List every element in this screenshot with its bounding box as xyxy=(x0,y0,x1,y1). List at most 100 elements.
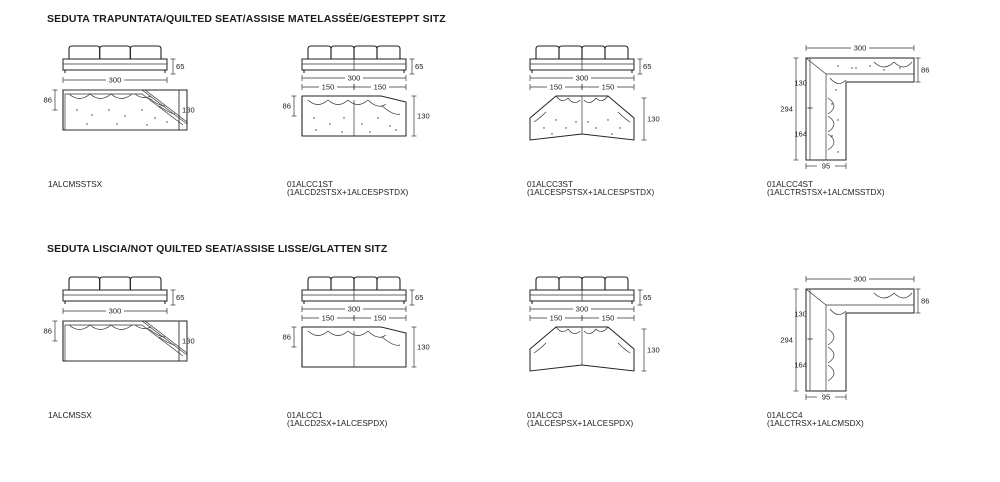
quilt-stitch xyxy=(831,103,833,105)
seat-cushion xyxy=(148,328,166,338)
seat-cushion xyxy=(89,93,112,99)
quilt-stitch xyxy=(543,127,545,129)
seat-cushion xyxy=(158,336,176,346)
quilt-stitch xyxy=(551,133,553,135)
dimension-label: 150 xyxy=(322,314,335,323)
dimension-label: 300 xyxy=(576,305,589,314)
quilt-stitch xyxy=(395,129,397,131)
dimension-label: 294 xyxy=(780,105,793,114)
back-cushion xyxy=(376,45,401,59)
seat-cushion xyxy=(307,330,329,336)
seat-cushion xyxy=(68,324,91,330)
back-cushion xyxy=(129,45,162,59)
item-code: 01ALCC1 xyxy=(287,411,323,420)
seat-cushion xyxy=(367,99,387,107)
dimension-label: 130 xyxy=(182,106,195,115)
seat-cushion xyxy=(381,336,401,346)
dimension-label: 130 xyxy=(417,112,430,121)
seat-cushion xyxy=(134,93,152,98)
back-cushion xyxy=(330,276,355,290)
dimension-label: 150 xyxy=(322,83,335,92)
back-cushion xyxy=(376,276,401,290)
quilt-stitch xyxy=(124,115,126,117)
quilt-stitch xyxy=(76,109,78,111)
quilt-stitch xyxy=(837,65,839,67)
dimension-label: 86 xyxy=(44,96,52,105)
quilt-stitch xyxy=(855,67,857,69)
quilt-stitch xyxy=(377,117,379,119)
quilt-stitch xyxy=(315,129,317,131)
dimension-label: 300 xyxy=(576,74,589,83)
quilt-stitch xyxy=(835,89,837,91)
seat-cushion xyxy=(158,105,176,115)
seat-cushion xyxy=(617,111,631,123)
seat-cushion xyxy=(110,324,133,330)
quilt-stitch xyxy=(607,119,609,121)
item-code-composition: (1ALCD2STSX+1ALCESPSTDX) xyxy=(287,188,409,197)
quilt-stitch xyxy=(851,67,853,69)
dimension-label: 150 xyxy=(374,83,387,92)
seat-cushion xyxy=(567,97,581,103)
dimension-label: 300 xyxy=(348,74,361,83)
item-code-composition: (1ALCTRSX+1ALCMSDX) xyxy=(767,419,864,428)
seat-cushion xyxy=(110,93,133,99)
dimension-label: 65 xyxy=(176,62,184,71)
seat-cushion xyxy=(893,61,913,68)
quilt-stitch xyxy=(837,119,839,121)
item-code: 01ALCC3ST xyxy=(527,180,573,189)
quilt-stitch xyxy=(837,151,839,153)
sofa-drawing: 65 300 86 130 xyxy=(44,45,195,131)
seat-cushion xyxy=(148,97,166,107)
seat-base xyxy=(62,58,168,71)
dimension-label: 95 xyxy=(822,393,830,402)
seat-cushion xyxy=(827,115,835,133)
seat-cushion xyxy=(583,97,597,103)
plan-inner xyxy=(63,89,188,131)
seat-cushion xyxy=(347,99,369,105)
quilt-stitch xyxy=(343,117,345,119)
quilt-stitch xyxy=(883,69,885,71)
quilt-stitch xyxy=(587,121,589,123)
quilt-stitch xyxy=(369,131,371,133)
quilt-stitch xyxy=(141,109,143,111)
item-code: 01ALCC3 xyxy=(527,411,563,420)
dimension-label: 130 xyxy=(647,115,660,124)
quilt-stitch xyxy=(116,123,118,125)
dimension-label: 294 xyxy=(780,336,793,345)
dimension-label: 300 xyxy=(109,307,122,316)
back-cushion xyxy=(68,276,101,290)
back-cushion xyxy=(353,45,378,59)
dimension-label: 86 xyxy=(44,327,52,336)
dimension-label: 65 xyxy=(643,62,651,71)
quilt-stitch xyxy=(869,65,871,67)
dimension-label: 86 xyxy=(921,66,929,75)
back-cushion xyxy=(353,276,378,290)
dimension-label: 86 xyxy=(283,333,291,342)
seat-cushion xyxy=(533,342,547,354)
seat-cushion xyxy=(827,328,835,346)
quilt-stitch xyxy=(611,133,613,135)
item-code: 01ALCC4ST xyxy=(767,180,813,189)
quilt-stitch xyxy=(361,123,363,125)
dimension-label: 150 xyxy=(550,314,563,323)
quilt-stitch xyxy=(166,121,168,123)
back-cushion xyxy=(558,45,583,59)
item-code: 01ALCC4 xyxy=(767,411,803,420)
dimension-label: 150 xyxy=(374,314,387,323)
dimension-label: 164 xyxy=(794,361,807,370)
seat-cushion xyxy=(134,324,152,329)
seat-cushion xyxy=(327,99,349,105)
dimension-label: 300 xyxy=(109,76,122,85)
seat-cushion xyxy=(893,292,913,299)
dimension-label: 86 xyxy=(921,297,929,306)
back-cushion xyxy=(604,276,629,290)
